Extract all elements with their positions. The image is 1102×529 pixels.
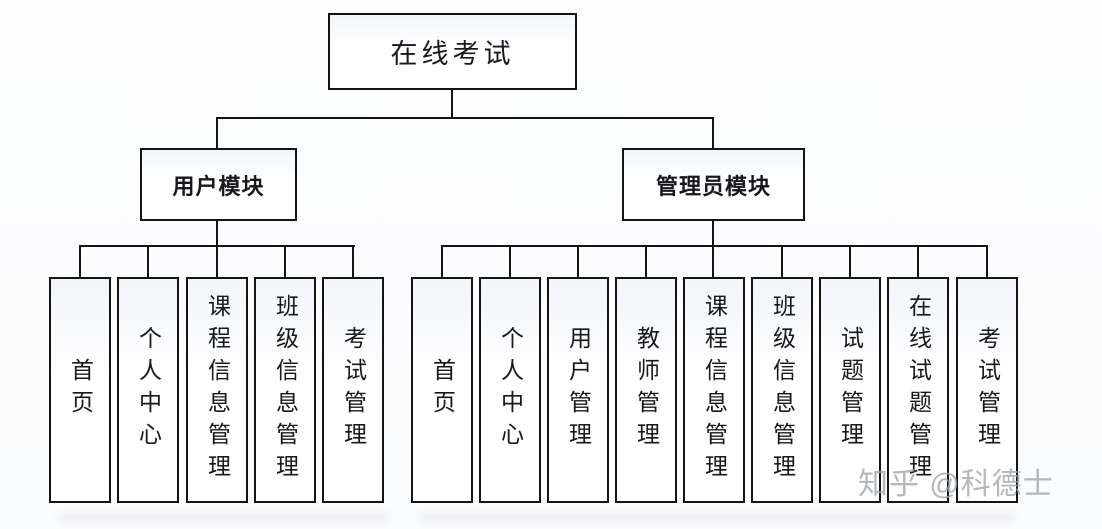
connector-level1-bus — [217, 117, 714, 119]
connector-drop-user-module — [216, 117, 218, 149]
leaf-admin-home: 首页 — [411, 277, 473, 503]
leaf-user-class-info-mgmt: 班级信息管理 — [254, 277, 316, 503]
leaf-admin-course-info-mgmt-label: 课程信息管理 — [701, 294, 727, 486]
leaf-admin-online-question-mgmt: 在线试题管理 — [887, 277, 949, 503]
shadow-band-right — [420, 513, 1015, 521]
leaf-admin-user-mgmt: 用户管理 — [547, 277, 609, 503]
connector-drop-admin-leaf-5 — [781, 245, 783, 278]
node-user-module-label: 用户模块 — [172, 173, 265, 199]
leaf-admin-question-mgmt: 试题管理 — [819, 277, 881, 503]
leaf-user-personal-center: 个人中心 — [117, 277, 179, 503]
connector-admin-bus — [441, 245, 988, 247]
leaf-admin-personal-center-label: 个人中心 — [497, 326, 523, 454]
leaf-admin-question-mgmt-label: 试题管理 — [837, 326, 863, 454]
leaf-admin-online-question-mgmt-label: 在线试题管理 — [905, 294, 931, 486]
leaf-admin-user-mgmt-label: 用户管理 — [565, 326, 591, 454]
leaf-admin-course-info-mgmt: 课程信息管理 — [683, 277, 745, 503]
node-admin-module: 管理员模块 — [622, 148, 805, 221]
leaf-user-course-info-mgmt: 课程信息管理 — [186, 277, 248, 503]
leaf-admin-home-label: 首页 — [429, 358, 455, 422]
leaf-admin-teacher-mgmt-label: 教师管理 — [633, 326, 659, 454]
connector-drop-admin-leaf-6 — [849, 245, 851, 278]
connector-admin-trunk — [712, 219, 714, 246]
leaf-admin-exam-mgmt: 考试管理 — [956, 277, 1018, 503]
node-root-label: 在线考试 — [390, 39, 515, 69]
leaf-user-exam-mgmt-label: 考试管理 — [340, 326, 366, 454]
leaf-admin-personal-center: 个人中心 — [479, 277, 541, 503]
connector-drop-user-leaf-3 — [284, 245, 286, 278]
leaf-admin-class-info-mgmt-label: 班级信息管理 — [769, 294, 795, 486]
connector-drop-user-leaf-0 — [79, 245, 81, 278]
connector-drop-admin-module — [712, 117, 714, 149]
node-root-online-exam: 在线考试 — [328, 13, 577, 90]
connector-drop-user-leaf-2 — [216, 245, 218, 278]
connector-root-trunk — [451, 88, 453, 118]
leaf-user-home: 首页 — [49, 277, 111, 503]
connector-drop-admin-leaf-3 — [645, 245, 647, 278]
node-user-module: 用户模块 — [140, 148, 297, 221]
connector-drop-admin-leaf-7 — [917, 245, 919, 278]
connector-drop-user-leaf-4 — [352, 245, 354, 278]
leaf-admin-exam-mgmt-label: 考试管理 — [974, 326, 1000, 454]
connector-drop-admin-leaf-2 — [577, 245, 579, 278]
leaf-admin-teacher-mgmt: 教师管理 — [615, 277, 677, 503]
leaf-user-class-info-mgmt-label: 班级信息管理 — [272, 294, 298, 486]
leaf-admin-class-info-mgmt: 班级信息管理 — [751, 277, 813, 503]
leaf-user-exam-mgmt: 考试管理 — [322, 277, 384, 503]
leaf-user-course-info-mgmt-label: 课程信息管理 — [204, 294, 230, 486]
shadow-band-left — [58, 513, 388, 521]
connector-drop-user-leaf-1 — [147, 245, 149, 278]
node-admin-module-label: 管理员模块 — [655, 173, 771, 199]
leaf-user-home-label: 首页 — [67, 358, 93, 422]
leaf-user-personal-center-label: 个人中心 — [135, 326, 161, 454]
connector-drop-admin-leaf-8 — [986, 245, 988, 278]
connector-user-trunk — [216, 219, 218, 246]
connector-drop-admin-leaf-1 — [509, 245, 511, 278]
connector-drop-admin-leaf-0 — [441, 245, 443, 278]
connector-drop-admin-leaf-4 — [712, 245, 714, 278]
